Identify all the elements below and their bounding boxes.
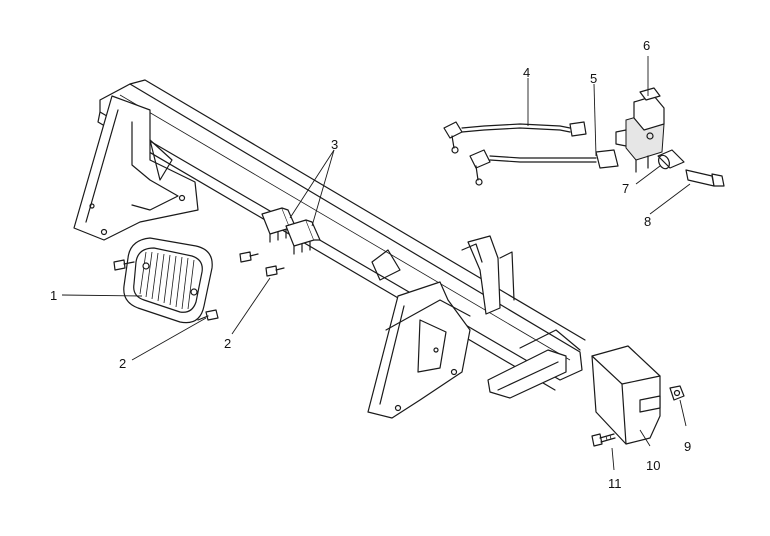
callout-2b: 2 [224,336,231,351]
callout-2a: 2 [119,356,126,371]
callout-labels: 1 2 2 3 4 5 6 7 8 9 10 11 [50,38,691,491]
leader-lines [61,56,691,471]
pin-8 [685,169,725,187]
relay-right [285,219,321,255]
left-frame-bracket [73,95,199,241]
right-lower-channel [487,329,581,399]
middle-frame-bracket [367,249,471,419]
callout-6: 6 [643,38,650,53]
sensor-cable-5 [469,149,619,186]
callout-4: 4 [523,65,530,80]
callout-3: 3 [331,137,338,152]
sensor-cable-4 [443,121,587,154]
callout-8: 8 [644,214,651,229]
screw-2d [265,265,285,277]
callout-11: 11 [608,476,622,491]
callout-5: 5 [590,71,597,86]
screw-2c [239,251,259,263]
nut-9 [669,385,685,401]
control-module [591,345,661,445]
callout-1: 1 [50,288,57,303]
frame-rail [97,79,586,391]
upright-post [461,235,515,315]
sleeve-7 [657,149,685,170]
bolt-11 [591,433,616,447]
solenoid-switch [615,87,665,173]
screw-2a [113,259,135,271]
callout-9: 9 [684,439,691,454]
callout-7: 7 [622,181,629,196]
callout-10: 10 [646,458,660,473]
work-lamp [123,237,213,324]
screw-2b [197,309,219,321]
